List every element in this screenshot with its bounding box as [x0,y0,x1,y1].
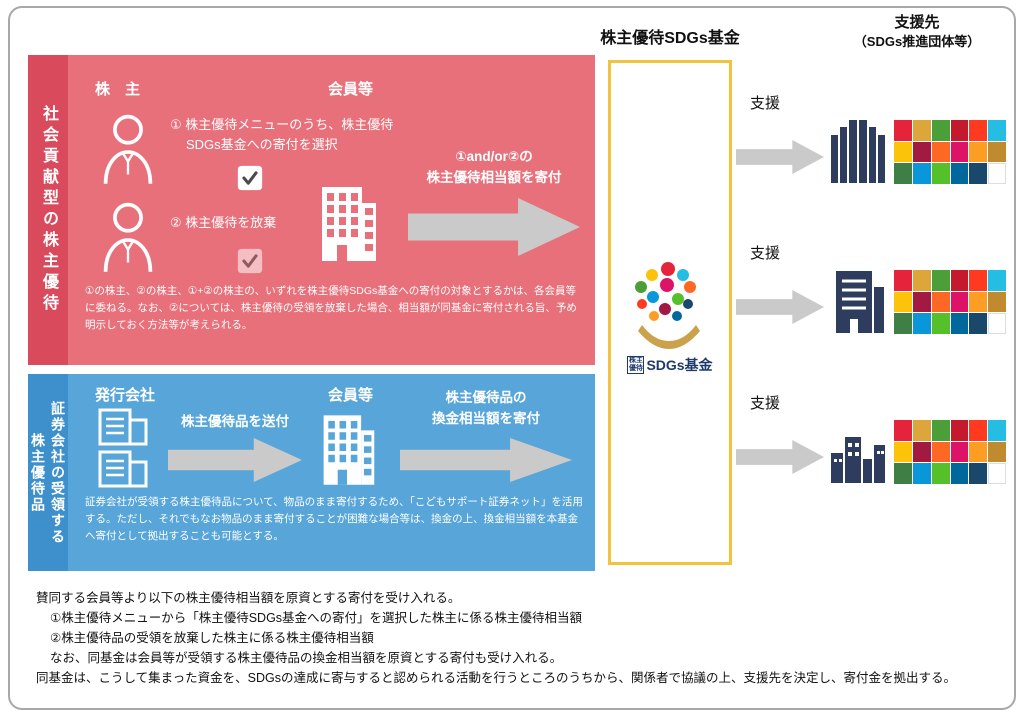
support-title-line2: （SDGs推進団体等） [853,34,981,49]
securities-benefit-section: 証券会社の受領する 株主優待品 発行会社 会員等 [28,374,595,571]
member-label-blue: 会員等 [328,387,374,404]
footer-line: 賛同する会員等より以下の株主優待相当額を原資とする寄付を受け入れる。 [36,591,461,605]
member-building-icon [316,177,380,261]
sdg-goals-grid [894,270,1006,334]
shareholder-person-icon [100,111,156,187]
footer-line: なお、同基金は会員等が受領する株主優待品の換金相当額を原資とする寄付も受け入れる… [50,651,563,665]
footer-line: ①株主優待メニューから「株主優待SDGs基金への寄付」を選択した株主に係る株主優… [50,611,583,625]
support-row: 支援 [736,242,1010,347]
diagram-border [8,6,1016,710]
sdg-goals-grid [894,120,1006,184]
support-arrow-icon [736,440,824,474]
issuer-buildings-icon [98,408,150,492]
support-arrow-icon [736,290,824,324]
sdgs-fund-box: 株主優待 SDGs基金 [608,60,732,565]
blue-section-side-bar: 証券会社の受領する 株主優待品 [28,374,68,571]
support-label: 支援 [750,395,781,412]
blue-section-body: 発行会社 会員等 株主優待品を送付 [68,374,595,571]
red-section-body: 株 主 会員等 ① 株主優待メニューのうち、株主優 [68,55,595,365]
support-row: 支援 [736,392,1010,497]
fund-logo-text: 株主優待 SDGs基金 [627,355,713,375]
support-title-line1: 支援先 [894,14,940,31]
red-arrow-label: ①and/or②の 株主優待相当額を寄付 [426,149,562,185]
send-benefit-arrow-label: 株主優待品を送付 [181,414,289,429]
blue-section-note: 証券会社が受領する株主優待品について、物品のまま寄付するため、「こどもサポート証… [85,496,583,542]
send-benefit-arrow-icon [168,438,302,482]
red-section-vertical-label: 社会貢献型の株主優待 [40,105,57,315]
fund-logo-large-text: SDGs基金 [646,357,713,373]
organization-building-icon [830,118,886,184]
step2-text: ② 株主優待を放棄 [170,215,277,230]
organization-building-icon [830,418,886,484]
red-section-note: ①の株主、②の株主、①+②の株主の、いずれを株主優待SDGs基金への寄付の対象と… [85,285,577,331]
red-section-side-bar: 社会貢献型の株主優待 [28,55,68,365]
support-destination-title: 支援先 （SDGs推進団体等） [818,12,1016,51]
support-label: 支援 [750,245,781,262]
footer-line: 同基金は、こうして集まった資金を、SDGsの達成に寄与すると認められる活動を行う… [36,671,956,685]
step1-text: ① 株主優待メニューのうち、株主優待 SDGs基金への寄付を選択 [170,117,394,152]
shareholder-label: 株 主 [95,81,141,98]
support-row: 支援 [736,92,1010,197]
sdg-goals-grid [894,420,1006,484]
organization-building-icon [830,268,886,334]
footer-notes: 賛同する会員等より以下の株主優待相当額を原資とする寄付を受け入れる。 ①株主優待… [36,588,996,688]
member-building-icon [318,406,378,486]
member-label-red: 会員等 [328,81,374,98]
fund-box-title: 株主優待SDGs基金 [600,30,740,47]
social-contribution-section: 社会貢献型の株主優待 株 主 会員等 [28,55,595,365]
donate-arrow-icon [408,198,580,256]
footer-line: ②株主優待品の受領を放棄した株主に係る株主優待相当額 [50,631,374,645]
checkbox-checked-icon [237,165,263,191]
shareholder-person-icon [100,199,156,275]
issuer-label: 発行会社 [95,387,156,404]
support-arrow-icon [736,140,824,174]
convert-donate-arrow-label: 株主優待品の 換金相当額を寄付 [432,390,540,426]
checkbox-checked-icon [237,248,263,274]
blue-section-vertical-label: 証券会社の受領する 株主優待品 [30,400,66,545]
sdgs-fund-logo-icon [629,259,711,351]
support-label: 支援 [750,95,781,112]
fund-logo-small-text: 株主優待 [627,355,645,375]
convert-donate-arrow-icon [400,438,572,482]
